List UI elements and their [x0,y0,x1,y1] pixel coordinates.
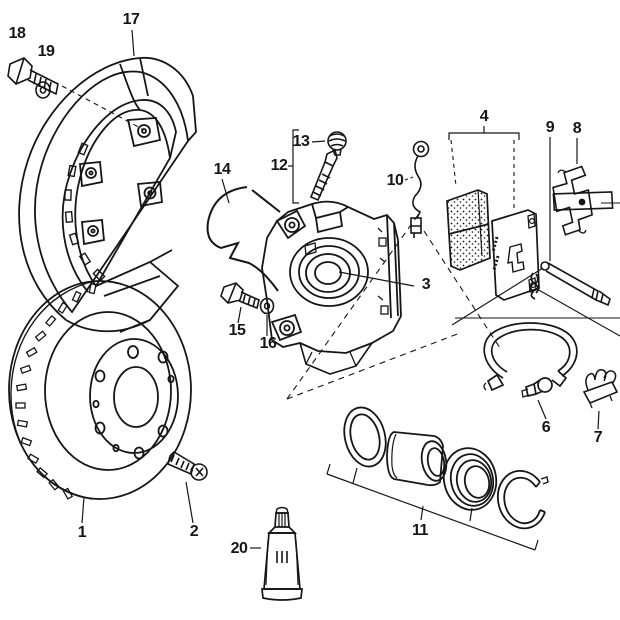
callout-8: 8 [572,120,582,137]
bleeder-valve-drawing [309,148,338,202]
spreader-spring-drawing [552,165,614,236]
wear-sensor-drawing [410,140,430,238]
callout-2: 2 [189,523,199,540]
callout-6: 6 [541,419,551,436]
callout-15: 15 [228,322,246,339]
callout-18: 18 [8,25,26,42]
callout-19: 19 [37,43,55,60]
lubricant-tube-drawing [261,506,303,601]
mounting-bolt-drawing [220,282,260,310]
washer-19-drawing [35,81,51,99]
callout-12: 12 [270,157,288,174]
brake-pads-drawing [446,189,540,301]
callout-4: 4 [479,108,489,125]
brake-hose-drawing [483,322,578,398]
caliper-drawing [261,200,402,375]
retaining-spring-drawing [206,186,281,292]
guide-pin-drawing [540,261,611,307]
o-ring-drawing [343,406,387,468]
callout-14: 14 [213,161,231,178]
splash-shield-drawing [18,57,197,333]
pad-clip-drawing [529,272,540,300]
callout-16: 16 [259,335,277,352]
callout-20: 20 [230,540,248,557]
retaining-clip-drawing [582,368,619,409]
seal-kit-drawing [343,406,549,530]
disc-screw-drawing [167,450,208,481]
boot-drawing [442,447,498,511]
dust-cap-drawing [327,131,347,156]
callout-17: 17 [122,11,140,28]
leader-lines [81,29,600,551]
callout-13: 13 [292,133,310,150]
piston-drawing [386,431,448,487]
circlip-drawing [497,470,549,530]
callout-7: 7 [593,429,603,446]
brake-disc-drawing [8,280,192,500]
callout-3: 3 [421,276,431,293]
callout-11: 11 [412,522,428,539]
callout-9: 9 [545,119,555,136]
callout-1: 1 [77,524,87,541]
callout-10: 10 [386,172,404,189]
